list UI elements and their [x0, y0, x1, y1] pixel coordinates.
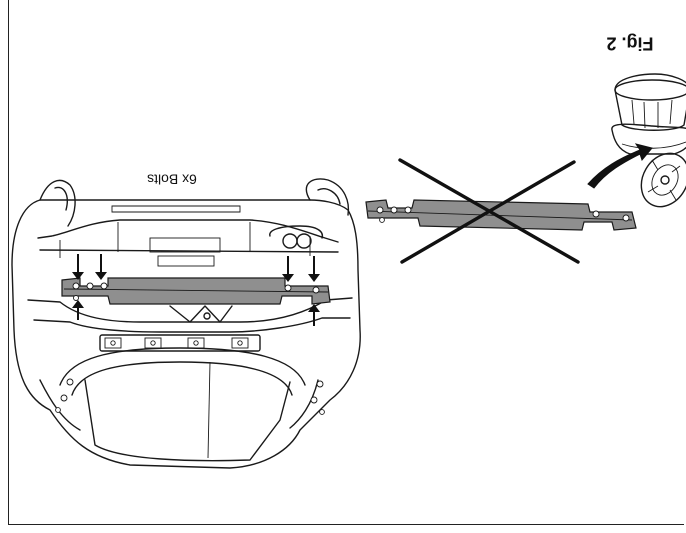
car-seat-base: [11, 178, 361, 469]
bolts-label: 6x Bolts: [147, 171, 197, 187]
mounted-rail: [61, 277, 331, 305]
crossed-out-rail: [365, 158, 637, 264]
figure-frame: [8, 0, 684, 525]
figure-label: Fig. 2: [606, 33, 653, 53]
bolt-arrows: [72, 254, 320, 326]
cup-holder-parts: [587, 73, 686, 208]
